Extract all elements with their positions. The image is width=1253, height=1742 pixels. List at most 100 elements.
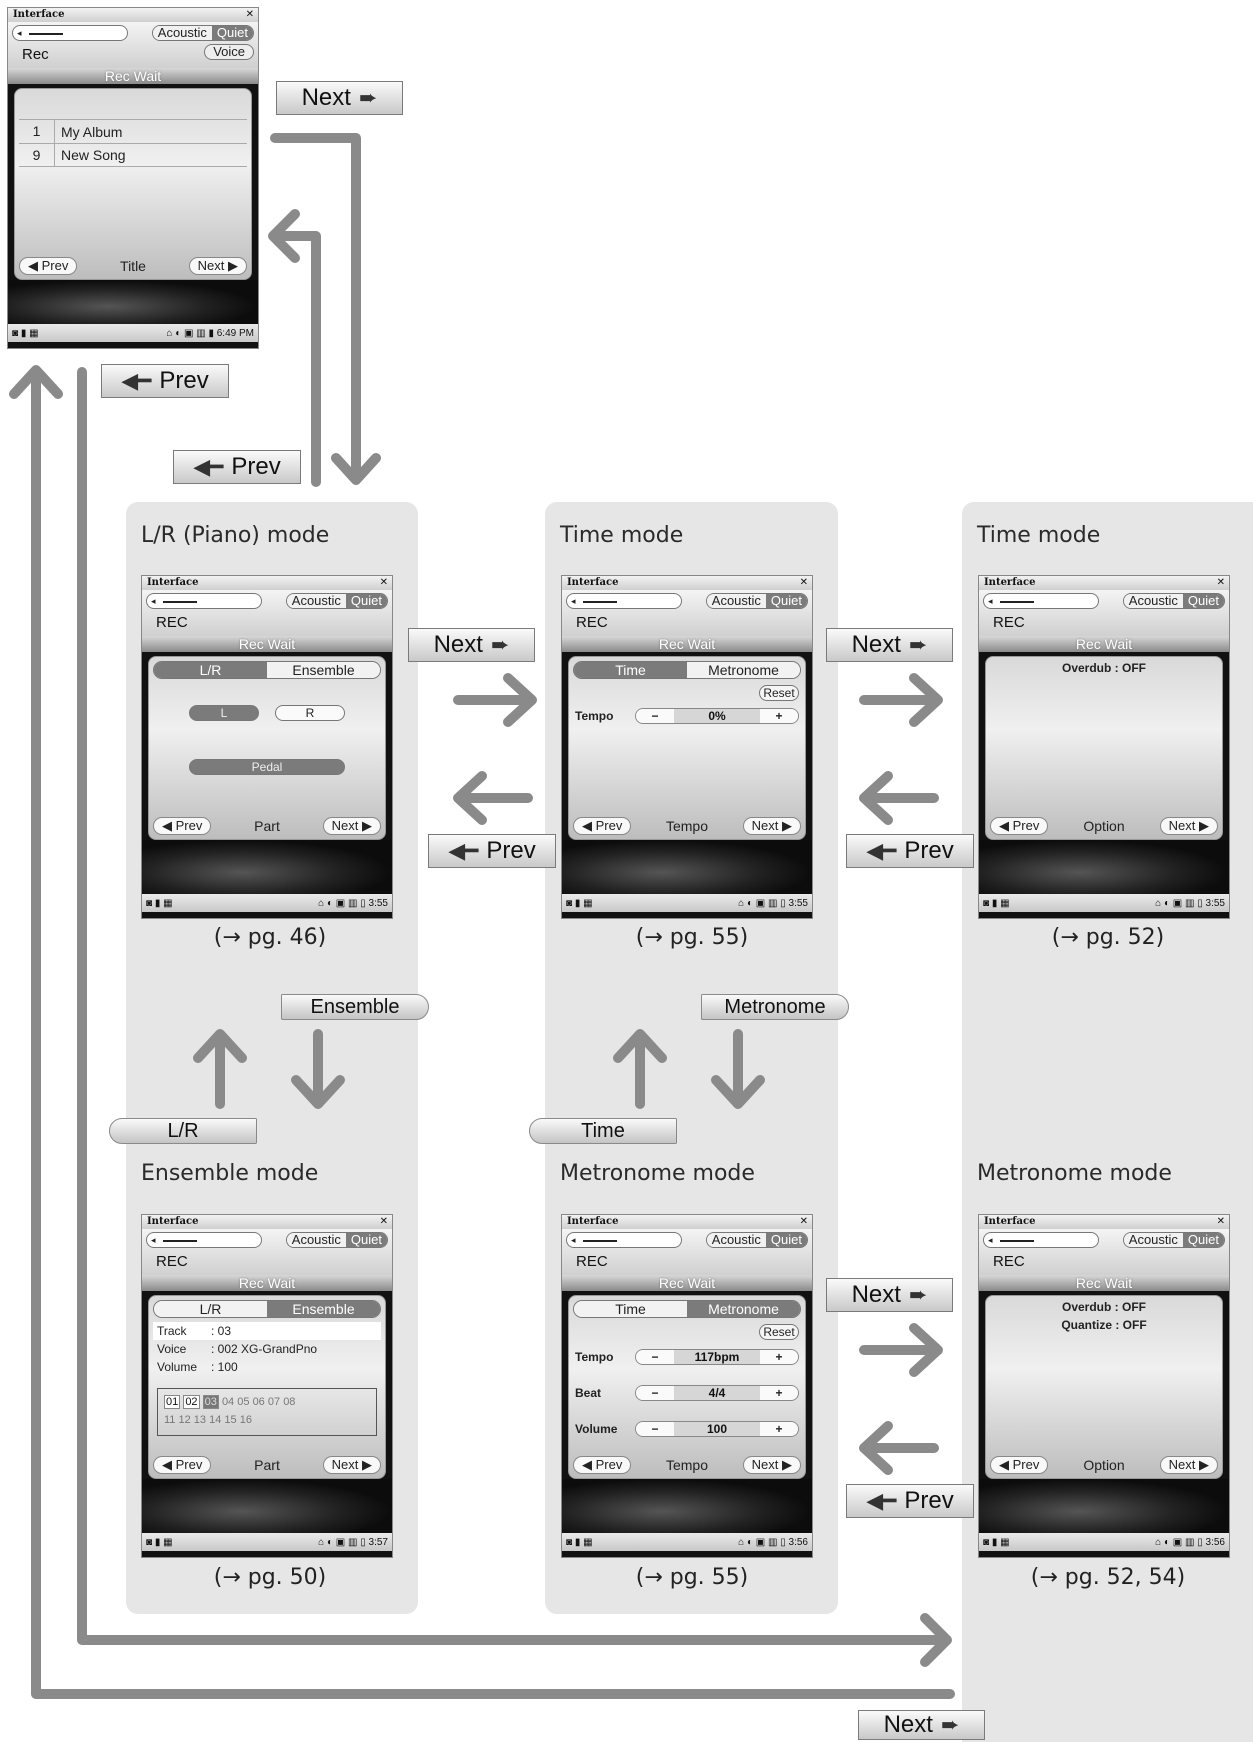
nav-title: Tempo [665,1457,709,1473]
volume-slider[interactable]: ◂ [983,1232,1099,1248]
tempo-plus-button[interactable]: + [760,1350,798,1364]
track-cell[interactable]: 01 [164,1395,181,1409]
tab-metronome[interactable]: Metronome [687,662,800,678]
track-cell[interactable]: 06 [252,1396,265,1408]
tempo-minus-button[interactable]: − [636,1350,674,1364]
prev-button[interactable]: ◀ Prev [990,1456,1049,1474]
track-cell[interactable]: 07 [267,1396,281,1408]
track-cell[interactable]: 11 [164,1414,176,1426]
next-button[interactable]: Next ▶ [742,1456,801,1474]
right-hand-button[interactable]: R [275,705,345,721]
acoustic-option[interactable]: Acoustic [286,594,346,608]
reset-button[interactable]: Reset [759,1324,799,1340]
tempo-minus-button[interactable]: − [636,709,674,723]
prev-label-button: ◀━Prev [428,834,556,868]
overdub-setting[interactable]: Overdub : OFF [1062,1300,1146,1314]
voice-button[interactable]: Voice [204,44,254,60]
prev-button[interactable]: ◀ Prev [573,1456,632,1474]
next-button[interactable]: Next ▶ [742,817,801,835]
acoustic-option[interactable]: Acoustic [1123,594,1183,608]
track-cell[interactable]: 04 [221,1396,235,1408]
tempo-plus-button[interactable]: + [760,709,798,723]
tab-lr[interactable]: L/R [154,662,267,678]
left-hand-button[interactable]: L [189,705,259,721]
prev-button[interactable]: ◀ Prev [153,817,212,835]
track-cell[interactable]: 15 [224,1414,237,1426]
quiet-option[interactable]: Quiet [345,594,387,608]
close-icon[interactable]: ✕ [379,577,388,588]
track-cell[interactable]: 03 [202,1395,219,1409]
tab-ensemble[interactable]: Ensemble [267,1301,380,1317]
quiet-option[interactable]: Quiet [1182,594,1224,608]
prev-button[interactable]: ◀ Prev [19,257,78,275]
beat-plus-button[interactable]: + [760,1386,798,1400]
acoustic-option[interactable]: Acoustic [286,1233,346,1247]
acoustic-option[interactable]: Acoustic [152,26,212,40]
acoustic-option[interactable]: Acoustic [706,594,766,608]
next-button[interactable]: Next ▶ [1159,817,1218,835]
track-cell[interactable]: 05 [237,1396,250,1408]
close-icon[interactable]: ✕ [379,1216,388,1227]
next-button[interactable]: Next ▶ [322,1456,381,1474]
track-row[interactable]: Track: 03 [153,1322,381,1340]
volume-slider[interactable]: ◂ [146,593,262,609]
track-cell[interactable]: 12 [178,1414,191,1426]
next-button[interactable]: Next ▶ [188,257,247,275]
quiet-option[interactable]: Quiet [765,1233,807,1247]
close-icon[interactable]: ✕ [245,9,254,20]
close-icon[interactable]: ✕ [799,577,808,588]
track-cell[interactable]: 02 [183,1395,200,1409]
guitar-image [142,1479,392,1533]
volume-slider[interactable]: ◂ [566,593,682,609]
close-icon[interactable]: ✕ [1216,1216,1225,1227]
tab-time[interactable]: Time [574,662,687,678]
quiet-option[interactable]: Quiet [765,594,807,608]
close-icon[interactable]: ✕ [1216,577,1225,588]
acoustic-option[interactable]: Acoustic [1123,1233,1183,1247]
next-button[interactable]: Next ▶ [322,817,381,835]
track-cell[interactable]: 08 [283,1396,296,1408]
track-cell[interactable]: 16 [239,1414,252,1426]
voice-row[interactable]: Voice: 002 XG-GrandPno [153,1340,381,1358]
acoustic-option[interactable]: Acoustic [706,1233,766,1247]
prev-button[interactable]: ◀ Prev [990,817,1049,835]
quantize-setting[interactable]: Quantize : OFF [1061,1318,1147,1332]
quiet-option[interactable]: Quiet [211,26,253,40]
track-cell[interactable]: 14 [209,1414,222,1426]
next-button[interactable]: Next ▶ [1159,1456,1218,1474]
volume-minus-button[interactable]: − [636,1422,674,1436]
beat-minus-button[interactable]: − [636,1386,674,1400]
close-icon[interactable]: ✕ [799,1216,808,1227]
tab-lr[interactable]: L/R [154,1301,267,1317]
volume-slider[interactable]: ◂ [146,1232,262,1248]
track-cell[interactable]: 13 [193,1414,207,1426]
volume-plus-button[interactable]: + [760,1422,798,1436]
prev-button[interactable]: ◀ Prev [153,1456,212,1474]
volume-slider[interactable]: ◂ [12,25,128,41]
pedal-button[interactable]: Pedal [189,759,345,775]
tab-metronome[interactable]: Metronome [687,1301,800,1317]
titlebar: Interface✕ [562,1215,812,1229]
prev-button[interactable]: ◀ Prev [573,817,632,835]
volume-slider[interactable]: ◂ [566,1232,682,1248]
volume-slider[interactable]: ◂ [983,593,1099,609]
quiet-option[interactable]: Quiet [345,1233,387,1247]
quiet-option[interactable]: Quiet [1182,1233,1224,1247]
volume-row[interactable]: Volume: 100 [153,1358,381,1376]
tab-ensemble[interactable]: Ensemble [267,662,380,678]
reset-button[interactable]: Reset [759,685,799,701]
tab-time[interactable]: Time [574,1301,687,1317]
overdub-setting[interactable]: Overdub : OFF [1062,661,1146,675]
